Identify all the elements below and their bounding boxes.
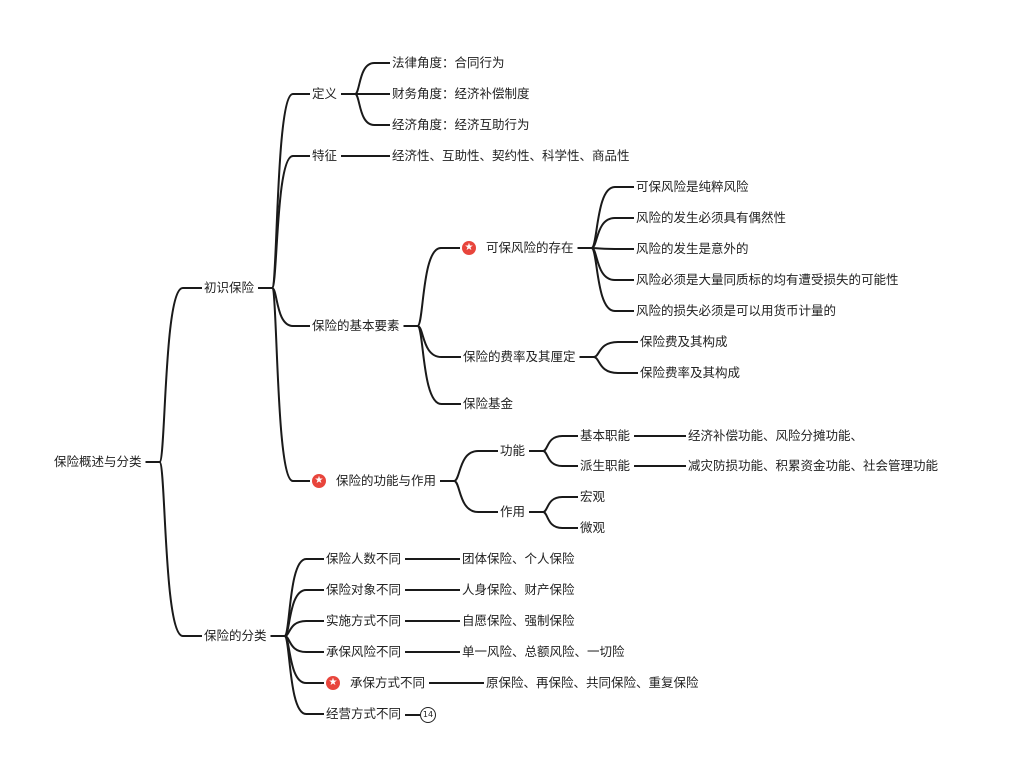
classification-value[interactable]: 原保险、再保险、共同保险、重复保险	[486, 675, 699, 690]
topic-features[interactable]: 特征	[312, 148, 338, 163]
topic-basic-function[interactable]: 基本职能	[580, 428, 631, 443]
connector-line	[440, 480, 498, 513]
topic-insurable-risk[interactable]: 可保风险的存在	[486, 240, 574, 255]
classification-item[interactable]: 经营方式不同	[326, 706, 402, 721]
connector-line	[529, 511, 578, 529]
classification-value[interactable]: 自愿保险、强制保险	[462, 613, 575, 628]
topic-basic-elements[interactable]: 保险的基本要素	[312, 318, 400, 333]
connector-line	[577, 247, 634, 281]
topic-functions-roles[interactable]: 保险的功能与作用	[336, 473, 437, 488]
classification-item[interactable]: 承保方式不同	[350, 675, 426, 690]
connector-line	[270, 589, 324, 637]
connector-line	[270, 635, 324, 653]
connector-line	[341, 93, 390, 126]
classification-item[interactable]: 保险人数不同	[326, 551, 402, 566]
topic-function[interactable]: 功能	[500, 443, 526, 458]
connector-line	[258, 93, 310, 289]
risk-item[interactable]: 风险的损失必须是可以用货币计量的	[636, 303, 837, 318]
definition-item[interactable]: 财务角度：经济补偿制度	[392, 86, 530, 101]
connector-line	[270, 558, 324, 637]
risk-item[interactable]: 风险的发生必须具有偶然性	[636, 210, 787, 225]
connector-line	[258, 155, 310, 289]
star-marker-icon: ★	[326, 676, 340, 690]
connector-line	[270, 635, 324, 715]
connector-line	[403, 325, 461, 405]
classification-value[interactable]: 单一风险、总额风险、一切险	[462, 644, 625, 659]
role-item[interactable]: 微观	[580, 520, 606, 535]
connector-line	[145, 461, 202, 637]
basic-function-value[interactable]: 经济补偿功能、风险分摊功能、	[688, 428, 864, 443]
topic-derived-function[interactable]: 派生职能	[580, 458, 631, 473]
risk-item[interactable]: 风险必须是大量同质标的均有遭受损失的可能性	[636, 272, 899, 287]
connector-line	[270, 635, 324, 684]
topic-role[interactable]: 作用	[500, 504, 526, 519]
connector-line	[529, 450, 578, 467]
connector-line	[579, 356, 638, 374]
risk-item[interactable]: 可保风险是纯粹风险	[636, 179, 749, 194]
root-topic[interactable]: 保险概述与分类	[54, 454, 142, 469]
connector-line	[270, 620, 324, 637]
rate-item[interactable]: 保险费率及其构成	[640, 365, 741, 380]
classification-item[interactable]: 保险对象不同	[326, 582, 402, 597]
connector-line	[403, 325, 461, 358]
connector-line	[579, 341, 638, 358]
connector-line	[529, 496, 578, 513]
connector-line	[341, 62, 390, 95]
connector-line	[440, 450, 498, 482]
connector-line	[403, 247, 460, 327]
role-item[interactable]: 宏观	[580, 489, 606, 504]
star-marker-icon: ★	[312, 474, 326, 488]
topic-rate[interactable]: 保险的费率及其厘定	[463, 349, 576, 364]
star-marker-icon: ★	[462, 241, 476, 255]
rate-item[interactable]: 保险费及其构成	[640, 334, 728, 349]
topic-classification[interactable]: 保险的分类	[204, 628, 267, 643]
connector-line	[258, 287, 310, 482]
classification-value[interactable]: 团体保险、个人保险	[462, 551, 575, 566]
risk-item[interactable]: 风险的发生是意外的	[636, 241, 749, 256]
features-value[interactable]: 经济性、互助性、契约性、科学性、商品性	[392, 148, 630, 163]
definition-item[interactable]: 法律角度：合同行为	[392, 55, 505, 70]
topic-definition[interactable]: 定义	[312, 86, 338, 101]
connector-line	[145, 287, 202, 463]
topic-fund[interactable]: 保险基金	[463, 396, 514, 411]
connector-line	[529, 435, 578, 452]
classification-value[interactable]: 人身保险、财产保险	[462, 582, 575, 597]
connector-line	[258, 287, 310, 327]
classification-item[interactable]: 实施方式不同	[326, 613, 402, 628]
connector-line	[577, 247, 634, 312]
topic-intro[interactable]: 初识保险	[204, 280, 255, 295]
derived-function-value[interactable]: 减灾防损功能、积累资金功能、社会管理功能	[688, 458, 939, 473]
classification-item[interactable]: 承保风险不同	[326, 644, 402, 659]
definition-item[interactable]: 经济角度：经济互助行为	[392, 117, 530, 132]
collapsed-count-badge[interactable]: 14	[420, 707, 436, 723]
connector-line	[577, 217, 634, 249]
